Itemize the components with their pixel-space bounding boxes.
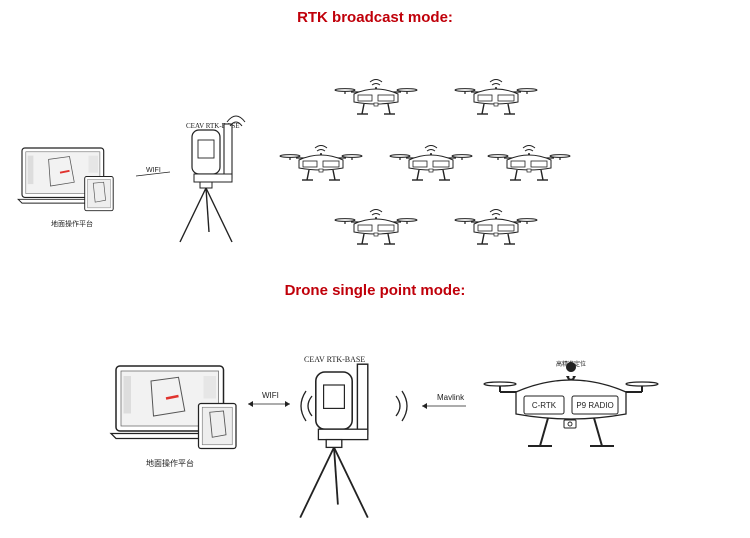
single-ground-station-label: 地面操作平台	[146, 458, 194, 468]
mavlink-label: Mavlink	[437, 393, 465, 402]
broadcast-drone	[487, 144, 571, 181]
single-wifi-label: WIFI	[262, 391, 279, 400]
broadcast-base-label: CEAV RTK-BASE	[186, 122, 240, 130]
broadcast-wifi-label: WIFI	[146, 167, 161, 174]
c-rtk-module	[523, 395, 565, 415]
single-point-mode-title: Drone single point mode:	[284, 282, 466, 299]
broadcast-drone	[334, 208, 418, 245]
broadcast-mode-title: RTK broadcast mode:	[297, 9, 453, 26]
broadcast-drone	[454, 78, 538, 115]
broadcast-drone	[334, 78, 418, 115]
c-rtk-module-label: C-RTK	[532, 401, 557, 410]
broadcast-ground-station	[17, 147, 115, 212]
single-base-label: CEAV RTK-BASE	[304, 355, 365, 364]
p9-radio-module	[571, 395, 619, 415]
broadcast-drone	[454, 208, 538, 245]
broadcast-wifi-arrow	[135, 171, 171, 177]
single-drone	[483, 379, 659, 447]
broadcast-drone	[279, 144, 363, 181]
broadcast-base-station	[179, 115, 246, 243]
broadcast-drone	[389, 144, 473, 181]
p9-radio-module-label: P9 RADIO	[576, 401, 613, 410]
single-ground-station	[109, 364, 238, 450]
broadcast-ground-station-label: 地面操作平台	[51, 219, 93, 228]
single-base-station	[299, 363, 408, 519]
